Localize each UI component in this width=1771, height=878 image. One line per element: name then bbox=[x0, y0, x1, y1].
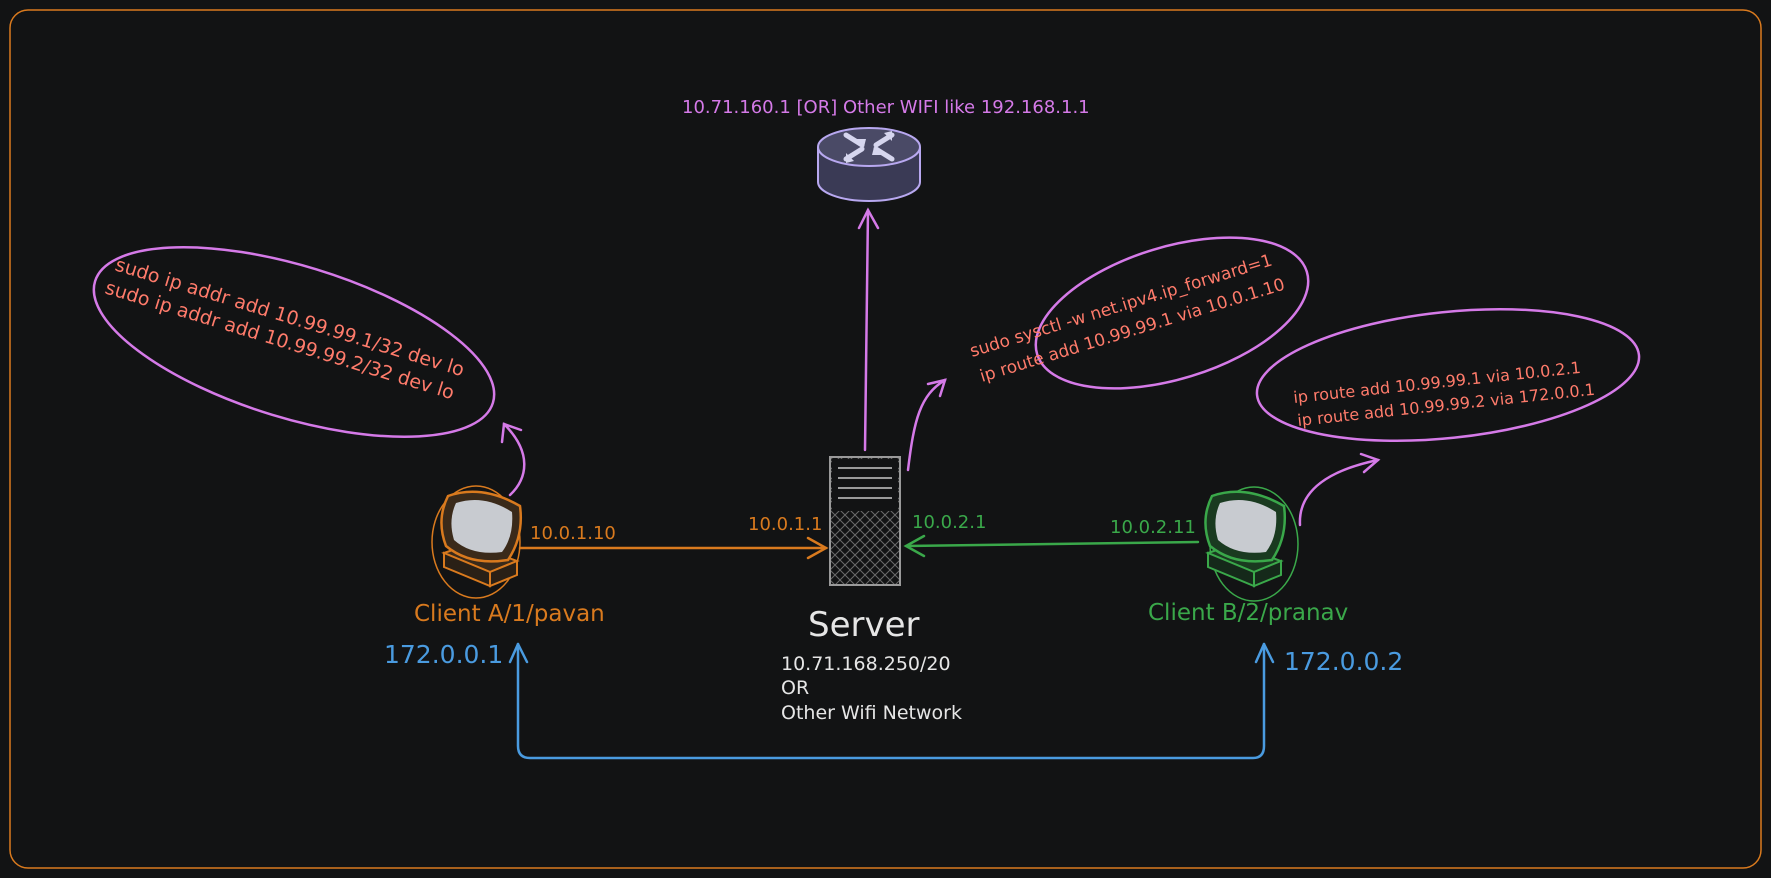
client-b-ip: 10.0.2.11 bbox=[1110, 517, 1196, 538]
client-a-lo-ip: 172.0.0.1 bbox=[384, 640, 503, 669]
server-tower-icon bbox=[829, 456, 901, 586]
client-b-to-server-arrow bbox=[903, 534, 1200, 558]
server-detail-3: Other Wifi Network bbox=[781, 702, 962, 724]
server-note-arrow bbox=[906, 378, 947, 472]
router-icon bbox=[817, 127, 921, 202]
client-a-computer-icon bbox=[431, 485, 522, 599]
frame-border bbox=[9, 9, 1762, 869]
client-a-note-arrow bbox=[500, 422, 526, 497]
server-detail-2: OR bbox=[781, 677, 809, 699]
client-a-note-line-1: sudo ip addr add 10.99.99.1/32 dev lo bbox=[113, 254, 467, 381]
client-a-label: Client A/1/pavan bbox=[414, 601, 605, 627]
client-a-note-bubble bbox=[92, 245, 496, 439]
server-detail-1: 10.71.168.250/20 bbox=[781, 653, 951, 675]
client-b-label: Client B/2/pranav bbox=[1148, 600, 1348, 626]
server-to-router-arrow bbox=[857, 207, 880, 452]
loopback-connector-arrow bbox=[508, 642, 1275, 760]
client-a-to-server-arrow bbox=[518, 536, 829, 560]
client-a-ip: 10.0.1.10 bbox=[530, 523, 616, 544]
client-b-note-arrow bbox=[1298, 452, 1381, 527]
client-b-lo-ip: 172.0.0.2 bbox=[1284, 647, 1403, 676]
client-b-computer-icon bbox=[1204, 486, 1299, 602]
server-ip-left: 10.0.1.1 bbox=[748, 514, 822, 535]
router-label: 10.71.160.1 [OR] Other WIFI like 192.168… bbox=[682, 97, 1090, 118]
server-note-bubble bbox=[1034, 236, 1310, 390]
client-b-note-bubble bbox=[1255, 307, 1641, 443]
server-title: Server bbox=[808, 605, 920, 645]
server-ip-right: 10.0.2.1 bbox=[912, 512, 986, 533]
